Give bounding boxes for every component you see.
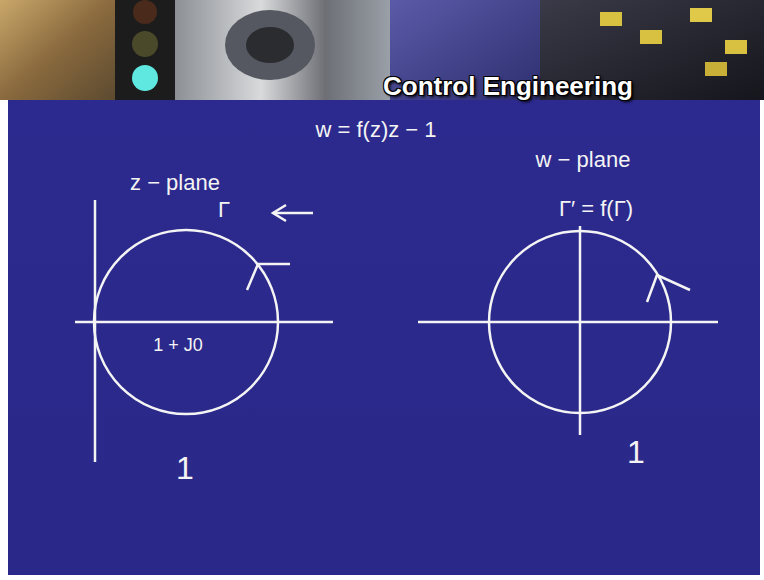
banner [0,0,764,100]
pointer-arrow [273,212,313,215]
axis [579,226,582,435]
banner-photo [0,0,115,100]
contour [94,230,278,414]
chip [690,8,712,22]
lens [225,10,315,80]
z-plane-figure [75,200,333,462]
chip [640,30,662,44]
pointer-arrow [273,205,286,221]
slide-ground [8,100,760,575]
plane-label: z − plane [130,172,220,194]
chip [705,62,727,76]
w-plane-figure [418,226,718,435]
point-label: 1 + J0 [153,336,203,354]
banner-ground [0,0,764,100]
figure-number: 1 [176,452,194,484]
traffic-lamp [132,31,158,57]
lens [246,27,294,63]
traffic-light [115,0,175,100]
plane-label: w − plane [536,149,631,171]
direction-arrow [647,275,690,302]
traffic-lamp [133,0,157,24]
chip [600,12,622,26]
axis [418,321,718,324]
axis [75,321,333,324]
banner-title: Control Engineering [383,73,633,99]
contour [489,231,671,413]
direction-arrow [247,264,290,290]
traffic-lamp [132,65,158,91]
slide-title: w = f(z)z − 1 [315,119,436,141]
figure-number: 1 [627,436,645,468]
contour-label: Γ [218,199,230,221]
chip [725,40,747,54]
banner-photo [175,0,390,100]
contour-label: Γ′ = f(Γ) [559,198,633,220]
